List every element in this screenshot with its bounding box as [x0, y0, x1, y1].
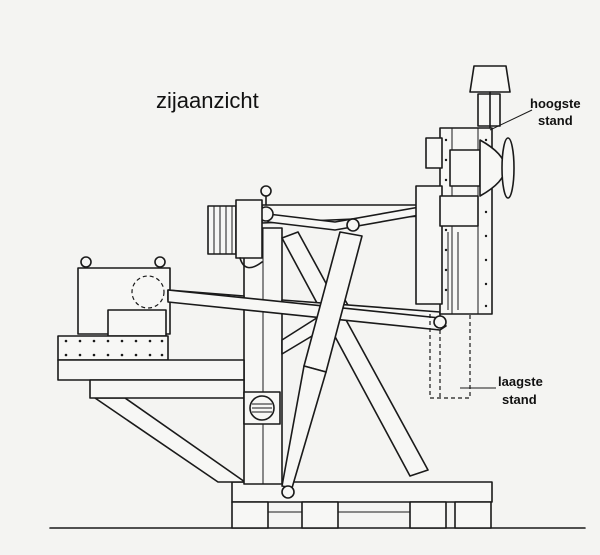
main-column	[243, 227, 283, 485]
lower-diagonal-support	[94, 397, 246, 483]
rear-motor	[207, 199, 263, 269]
hydraulic-cylinder	[281, 218, 363, 499]
label-lowest-line1: laagste	[498, 374, 543, 389]
lowest-position-annotation: laagste stand	[460, 374, 543, 407]
counterweight-assembly	[57, 256, 245, 399]
diagram-title: zijaanzicht	[156, 88, 259, 113]
label-lowest-line2: stand	[502, 392, 537, 407]
pump-fan	[243, 391, 281, 425]
label-highest-line1: hoogste	[530, 96, 581, 111]
head-rivets	[444, 138, 488, 308]
lowest-position-outline	[429, 314, 471, 399]
platform-rivets	[64, 339, 164, 357]
lower-arm	[167, 289, 447, 331]
highest-position-annotation: hoogste stand	[489, 96, 581, 131]
label-highest-line2: stand	[538, 113, 573, 128]
base-frame	[231, 481, 493, 529]
lamp-head-assembly	[415, 65, 515, 315]
leader-line-highest	[489, 109, 533, 131]
